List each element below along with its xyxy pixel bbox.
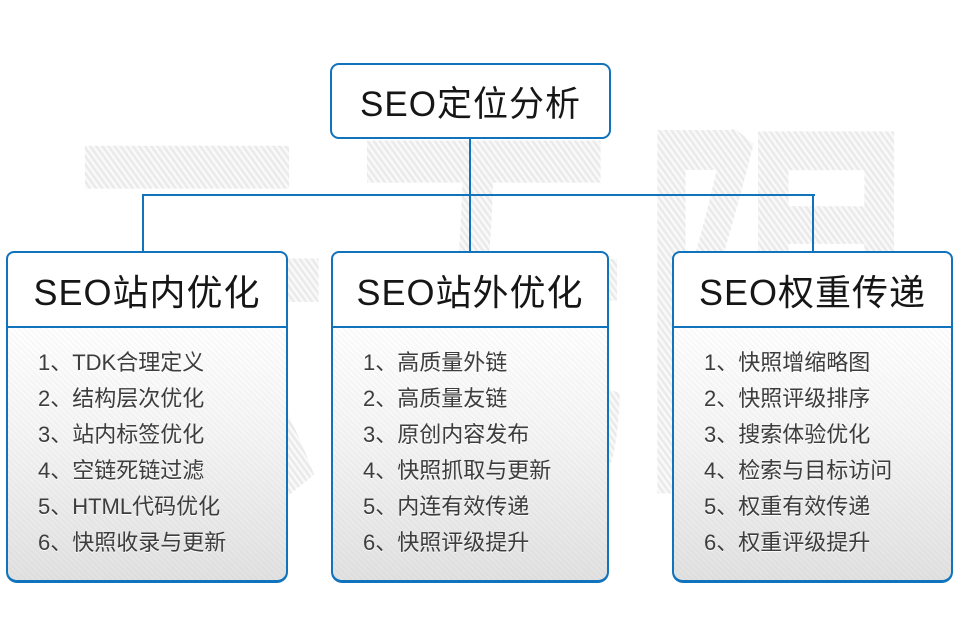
list-item: 5、HTML代码优化 — [38, 494, 221, 519]
branch-offsite-optimization: SEO站外优化 1、高质量外链 2、高质量友链 3、原创内容发布 4、快照抓取与… — [331, 251, 609, 583]
branch-body: 1、TDK合理定义 2、结构层次优化 3、站内标签优化 4、空链死链过滤 5、H… — [6, 328, 288, 583]
list-item: 1、快照增缩略图 — [704, 350, 871, 375]
list-item: 5、内连有效传递 — [363, 494, 530, 519]
branch-header: SEO权重传递 — [672, 251, 953, 328]
list-item: 1、TDK合理定义 — [38, 350, 205, 375]
branch-item-list: 1、快照增缩略图 2、快照评级排序 3、搜索体验优化 4、检索与目标访问 5、权… — [704, 345, 943, 561]
list-item: 4、检索与目标访问 — [704, 458, 893, 483]
branch-item-list: 1、高质量外链 2、高质量友链 3、原创内容发布 4、快照抓取与更新 5、内连有… — [363, 345, 599, 561]
list-item: 2、快照评级排序 — [704, 386, 871, 411]
branch-body: 1、快照增缩略图 2、快照评级排序 3、搜索体验优化 4、检索与目标访问 5、权… — [672, 328, 953, 583]
list-item: 3、原创内容发布 — [363, 422, 530, 447]
branch-weight-transfer: SEO权重传递 1、快照增缩略图 2、快照评级排序 3、搜索体验优化 4、检索与… — [672, 251, 953, 583]
list-item: 6、快照收录与更新 — [38, 530, 227, 555]
branch-onsite-optimization: SEO站内优化 1、TDK合理定义 2、结构层次优化 3、站内标签优化 4、空链… — [6, 251, 288, 583]
list-item: 1、高质量外链 — [363, 350, 508, 375]
root-node-title: SEO定位分析 — [360, 84, 581, 124]
list-item: 4、空链死链过滤 — [38, 458, 205, 483]
list-item: 3、站内标签优化 — [38, 422, 205, 447]
branch-title: SEO权重传递 — [698, 271, 927, 313]
root-node: SEO定位分析 — [330, 63, 611, 139]
list-item: 2、高质量友链 — [363, 386, 508, 411]
connector-right-vertical — [812, 194, 814, 254]
list-item: 6、快照评级提升 — [363, 530, 530, 555]
branch-header: SEO站内优化 — [6, 251, 288, 328]
list-item: 6、权重评级提升 — [704, 530, 871, 555]
list-item: 3、搜索体验优化 — [704, 422, 871, 447]
connector-root-vertical — [469, 138, 471, 254]
branch-item-list: 1、TDK合理定义 2、结构层次优化 3、站内标签优化 4、空链死链过滤 5、H… — [38, 345, 278, 561]
list-item: 5、权重有效传递 — [704, 494, 871, 519]
list-item: 4、快照抓取与更新 — [363, 458, 552, 483]
connector-left-vertical — [142, 194, 144, 254]
branch-body: 1、高质量外链 2、高质量友链 3、原创内容发布 4、快照抓取与更新 5、内连有… — [331, 328, 609, 583]
connector-horizontal — [142, 194, 815, 196]
branch-title: SEO站外优化 — [356, 271, 584, 313]
branch-header: SEO站外优化 — [331, 251, 609, 328]
list-item: 2、结构层次优化 — [38, 386, 205, 411]
branch-title: SEO站内优化 — [33, 271, 261, 313]
